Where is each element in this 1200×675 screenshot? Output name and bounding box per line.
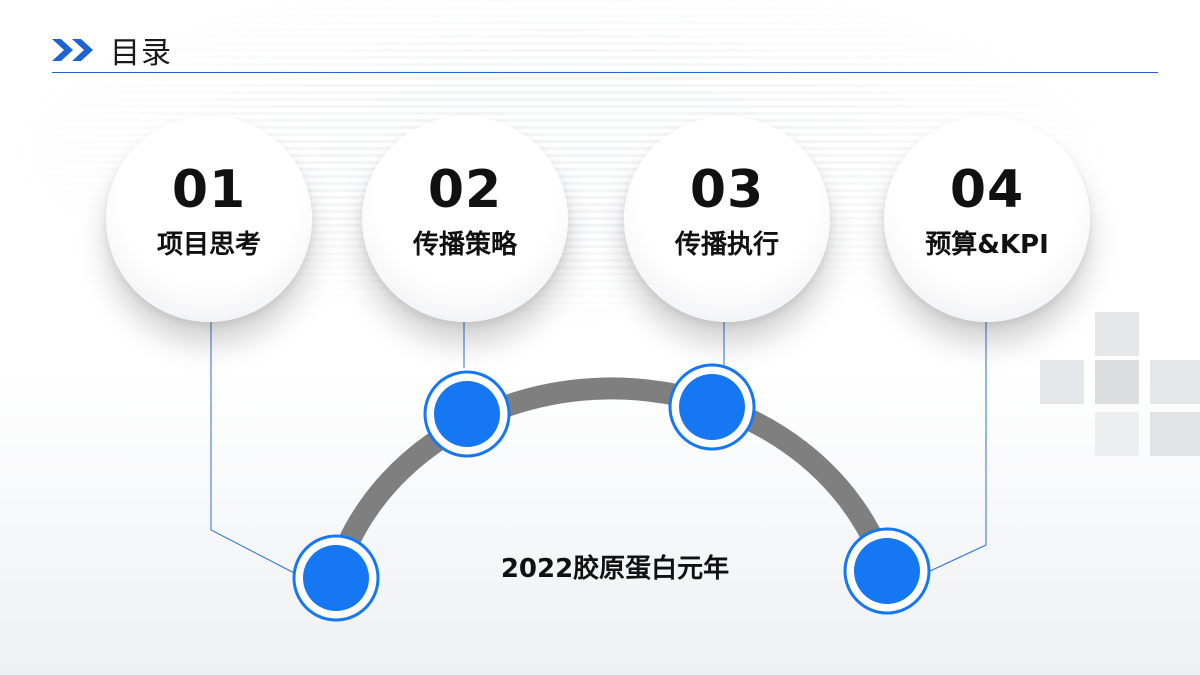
connector-line-01 xyxy=(210,322,301,577)
timeline-node-04 xyxy=(843,527,931,615)
section-label: 项目思考 xyxy=(156,230,261,260)
section-number: 01 xyxy=(171,160,247,220)
section-label: 传播策略 xyxy=(412,230,517,260)
double-chevron-right-icon xyxy=(52,39,93,61)
page-title: 目录 xyxy=(110,36,172,71)
center-caption: 2022胶原蛋白元年 xyxy=(500,554,730,584)
section-number: 02 xyxy=(427,160,503,220)
section-label: 预算&KPI xyxy=(925,230,1049,260)
connector-line-04 xyxy=(927,322,987,573)
section-circle-01[interactable]: 01 项目思考 xyxy=(106,116,312,322)
timeline-node-03 xyxy=(668,363,756,451)
header: 目录 xyxy=(52,30,172,71)
section-label: 传播执行 xyxy=(674,230,779,260)
section-circle-03[interactable]: 03 传播执行 xyxy=(624,116,830,322)
section-circle-04[interactable]: 04 预算&KPI xyxy=(884,116,1090,322)
section-number: 04 xyxy=(949,160,1025,220)
header-divider xyxy=(52,72,1158,73)
timeline-arc xyxy=(324,377,896,582)
section-number: 03 xyxy=(689,160,765,220)
section-circle-02[interactable]: 02 传播策略 xyxy=(362,116,568,322)
timeline-node-02 xyxy=(423,370,511,458)
timeline-node-01 xyxy=(292,534,380,622)
decorative-squares xyxy=(1040,312,1200,462)
